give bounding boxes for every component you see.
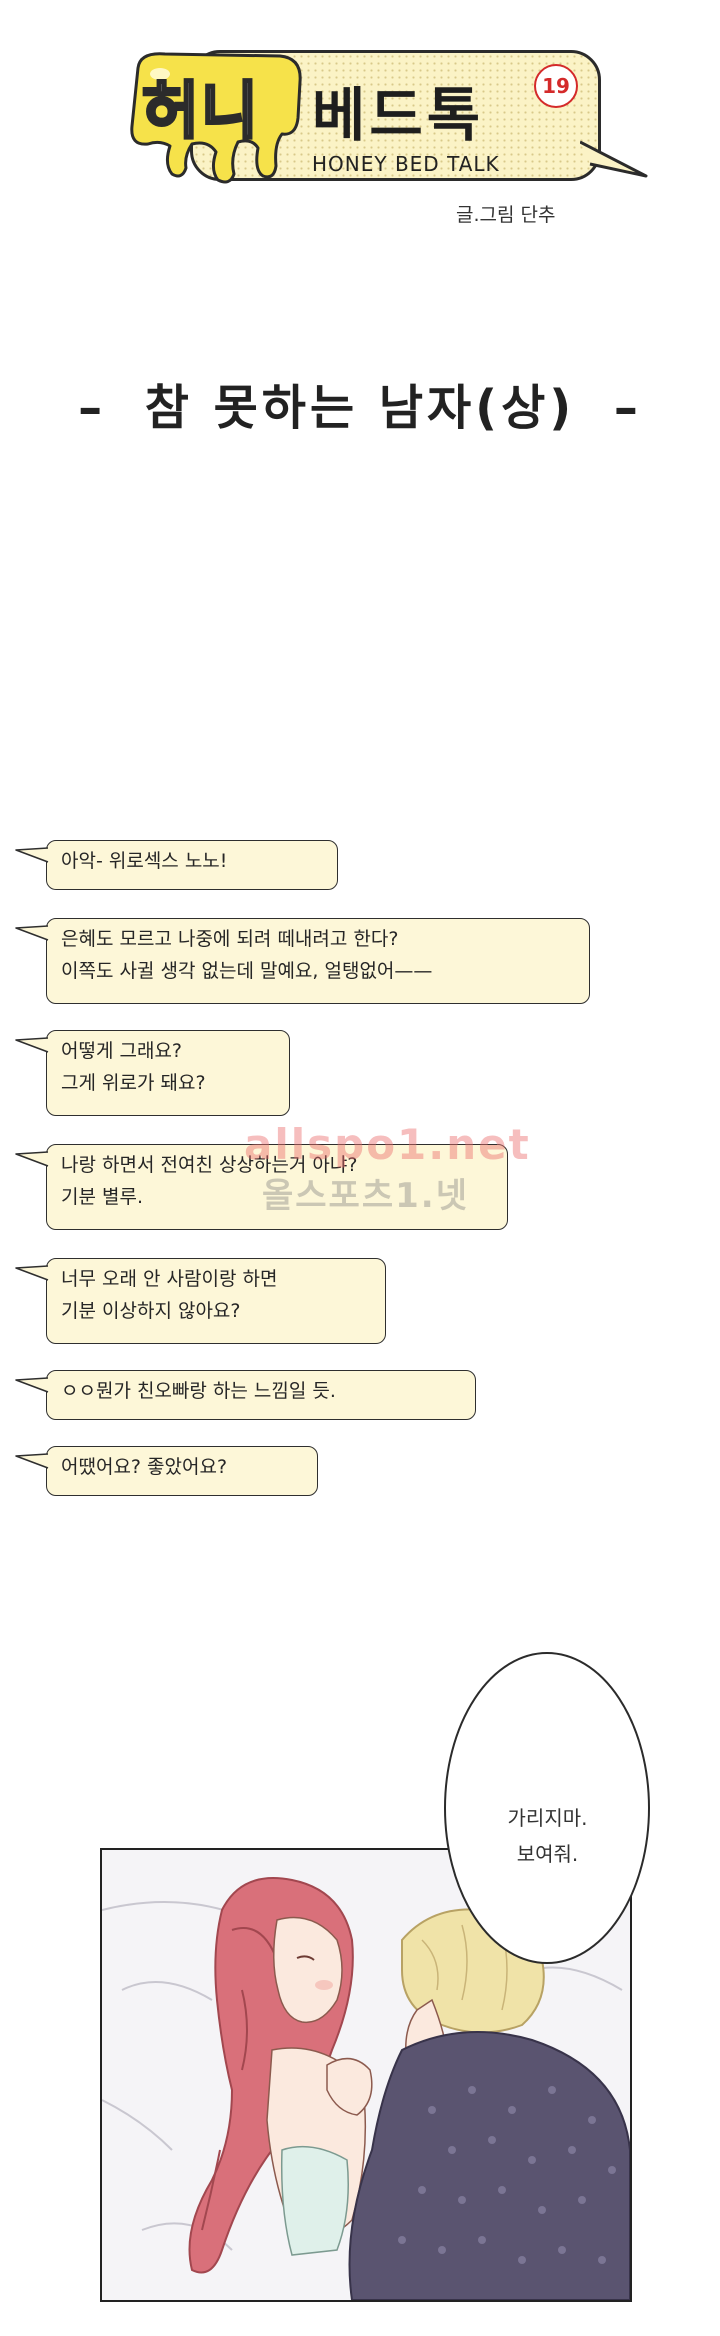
logo-honey-text: 허니 (140, 73, 261, 149)
bubble-tail-icon (14, 1452, 50, 1472)
chat-bubble-body: 아악- 위로섹스 노노! (46, 840, 338, 890)
chat-line: 그게 위로가 돼요? (61, 1072, 206, 1094)
chat-line: 어떻게 그래요? (61, 1040, 183, 1062)
title-dash-left: – (78, 380, 107, 436)
chat-line: 어땠어요? 좋았어요? (61, 1456, 228, 1478)
logo: 허니 베드톡 19 HONEY BED TALK (0, 0, 720, 240)
honey-drip-icon (130, 52, 302, 184)
chat-line: 너무 오래 안 사람이랑 하면 (61, 1268, 278, 1290)
chat-line: 은혜도 모르고 나중에 되려 떼내려고 한다? (61, 928, 399, 950)
bubble-tail-icon (14, 1036, 50, 1056)
chat-line: 기분 이상하지 않아요? (61, 1300, 241, 1322)
chat-bubble-body: ㅇㅇ뭔가 친오빠랑 하는 느낌일 듯. (46, 1370, 476, 1420)
episode-title: – 참 못하는 남자(상) – (0, 368, 720, 438)
chat-bubble-body: 어떻게 그래요? 그게 위로가 돼요? (46, 1030, 290, 1116)
age-rating-badge: 19 (534, 64, 578, 108)
chat-line: 나랑 하면서 전여친 상상하는거 아냐? (61, 1154, 358, 1176)
chat-line: 기분 별루. (61, 1186, 143, 1208)
watermark-korean: 올스포츠1.넷 (262, 1176, 469, 1216)
author-credit: 글.그림 단추 (456, 204, 556, 226)
chat-line: 이쪽도 사귈 생각 없는데 말예요, 얼탱없어—— (61, 960, 433, 982)
bubble-tail-icon (14, 1376, 50, 1396)
chat-bubble-body: 나랑 하면서 전여친 상상하는거 아냐? 기분 별루. (46, 1144, 508, 1230)
logo-english-subtitle: HONEY BED TALK (312, 152, 500, 176)
speech-balloon (444, 1652, 650, 1964)
bubble-tail-icon (14, 1150, 50, 1170)
chat-bubble-body: 어땠어요? 좋았어요? (46, 1446, 318, 1496)
speech-text: 가리지마. 보여줘. (440, 1800, 655, 1872)
chat-line: ㅇㅇ뭔가 친오빠랑 하는 느낌일 듯. (61, 1380, 336, 1402)
speech-line-2: 보여줘. (516, 1842, 579, 1866)
watermark-domain: allspo1.net (244, 1120, 531, 1169)
episode-title-text: 참 못하는 남자(상) (144, 380, 576, 436)
bubble-tail-icon (14, 924, 50, 944)
title-dash-right: – (613, 380, 642, 436)
chat-bubble-body: 은혜도 모르고 나중에 되려 떼내려고 한다? 이쪽도 사귈 생각 없는데 말예요… (46, 918, 590, 1004)
logo-bedtalk-text: 베드톡 (312, 81, 485, 149)
bubble-tail-icon (14, 1264, 50, 1284)
speech-line-1: 가리지마. (507, 1806, 588, 1830)
chat-line: 아악- 위로섹스 노노! (61, 850, 228, 872)
logo-bubble-tail (580, 140, 648, 178)
bubble-tail-icon (14, 846, 50, 866)
